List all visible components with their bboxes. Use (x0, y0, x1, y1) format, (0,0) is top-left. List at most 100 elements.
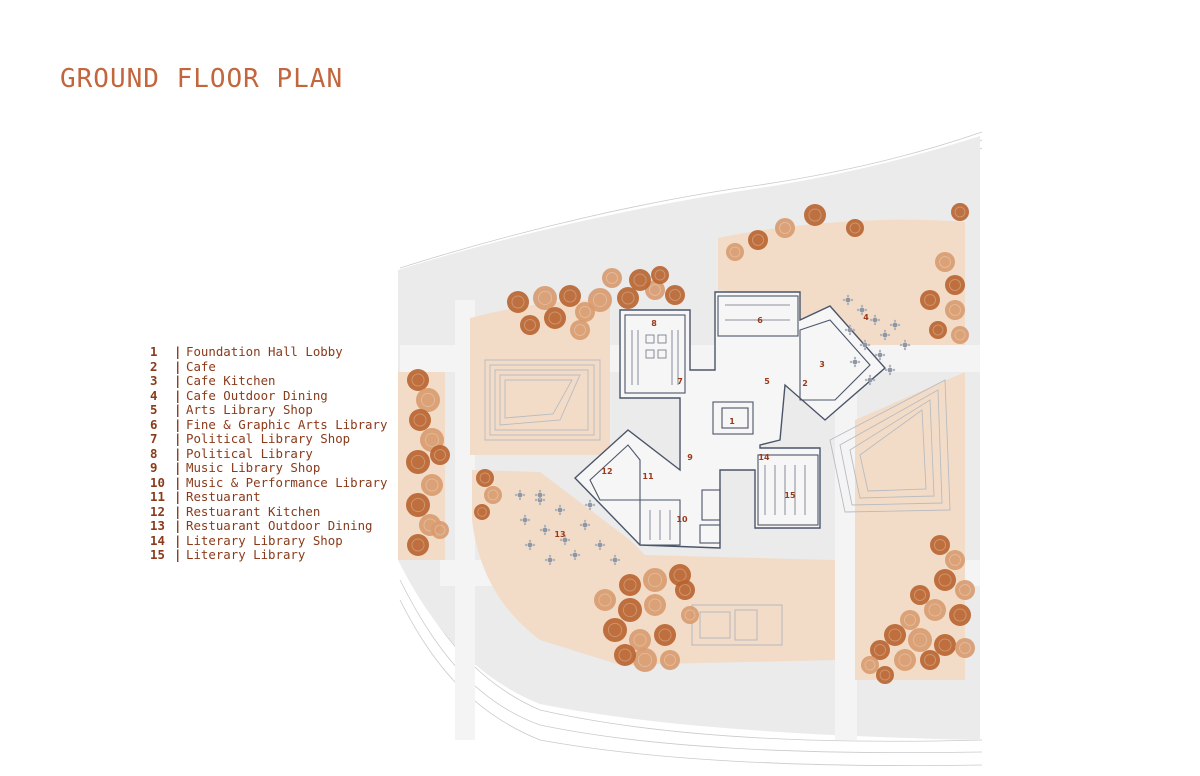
tree-icon (924, 599, 946, 621)
legend-item: 7|Political Library Shop (150, 431, 387, 447)
tree-icon (431, 521, 449, 539)
table-icon (519, 514, 531, 526)
tree-icon (675, 580, 695, 600)
table-icon (884, 364, 896, 376)
legend-item: 12|Restuarant Kitchen (150, 503, 387, 520)
tree-icon (748, 230, 768, 250)
tree-icon (407, 534, 429, 556)
legend-label: Cafe (186, 358, 216, 374)
legend-number: 1 (150, 344, 158, 359)
plan-room-number: 3 (819, 360, 825, 369)
plan-room-number: 4 (863, 313, 869, 322)
tree-icon (846, 219, 864, 237)
tree-icon (935, 252, 955, 272)
tree-icon (955, 580, 975, 600)
legend-separator: | (174, 445, 182, 461)
tree-icon (602, 268, 622, 288)
tree-icon (930, 535, 950, 555)
legend-separator: | (174, 431, 182, 446)
tree-icon (920, 290, 940, 310)
legend-separator: | (174, 344, 182, 359)
legend-separator: | (174, 460, 182, 475)
plan-room-number: 12 (601, 467, 612, 476)
legend-separator: | (174, 416, 182, 432)
tree-icon (645, 280, 665, 300)
legend-separator: | (174, 402, 182, 417)
tree-icon (476, 469, 494, 487)
tree-icon (955, 638, 975, 658)
plan-room-number: 13 (554, 530, 565, 539)
table-icon (594, 539, 606, 551)
tree-icon (629, 629, 651, 651)
tree-icon (804, 204, 826, 226)
table-icon (842, 294, 854, 306)
table-icon (609, 554, 621, 566)
legend-label: Foundation Hall Lobby (186, 344, 343, 359)
legend-label: Restuarant Outdoor Dining (186, 518, 373, 533)
legend-number: 2 (150, 358, 158, 374)
tree-icon (775, 218, 795, 238)
legend-item: 10|Music & Performance Library (150, 474, 387, 491)
table-icon (844, 324, 856, 336)
tree-icon (618, 598, 642, 622)
tree-icon (416, 388, 440, 412)
legend-number: 5 (150, 402, 158, 417)
plan-room-number: 5 (764, 377, 770, 386)
service-structure (691, 604, 783, 646)
plan-room-number: 2 (802, 379, 808, 388)
tree-icon (861, 656, 879, 674)
plan-room-number: 7 (677, 377, 683, 386)
legend-label: Restuarant (186, 489, 261, 504)
tree-icon (588, 288, 612, 312)
table-icon (859, 339, 871, 351)
legend-separator: | (174, 387, 182, 403)
tree-icon (633, 648, 657, 672)
tree-icon (945, 300, 965, 320)
legend-label: Political Library (186, 445, 313, 461)
legend-number: 9 (150, 460, 158, 475)
legend-item: 11|Restuarant (150, 489, 387, 505)
tree-icon (406, 493, 430, 517)
tree-icon (654, 624, 676, 646)
legend-label: Political Library Shop (186, 431, 351, 446)
legend-separator: | (174, 532, 182, 548)
legend-item: 15|Literary Library (150, 547, 387, 563)
table-icon (874, 349, 886, 361)
tree-icon (665, 285, 685, 305)
legend-item: 9 | Music Library Shop (150, 460, 387, 476)
table-icon (869, 314, 881, 326)
tree-icon (910, 585, 930, 605)
plan-title: GROUND FLOOR PLAN (60, 64, 344, 94)
legend-item: 14|Literary Library Shop (150, 532, 387, 549)
legend-number: 12 (150, 503, 165, 519)
building (573, 291, 886, 549)
tree-icon (651, 266, 669, 284)
tree-icon (949, 604, 971, 626)
tree-icon (726, 243, 744, 261)
legend-number: 8 (150, 445, 158, 461)
terrace-right (829, 379, 951, 513)
table-icon (544, 554, 556, 566)
plan-room-number: 10 (676, 515, 688, 524)
legend-item: 13|Restuarant Outdoor Dining (150, 518, 387, 534)
legend-separator: | (174, 474, 182, 490)
plan-room-number: 9 (687, 453, 693, 462)
tree-icon (644, 594, 666, 616)
legend-item: 1 | Foundation Hall Lobby (150, 344, 387, 360)
legend-label: Music Library Shop (186, 460, 321, 475)
legend-number: 3 (150, 373, 158, 388)
tree-icon (629, 269, 651, 291)
tree-icon (945, 550, 965, 570)
legend-label: Cafe Outdoor Dining (186, 387, 328, 403)
outdoor-tables (514, 294, 911, 566)
trees (406, 203, 975, 684)
tree-icon (474, 504, 490, 520)
tree-icon (951, 326, 969, 344)
tree-icon (934, 634, 956, 656)
legend-item: 6|Fine & Graphic Arts Library (150, 416, 387, 433)
plan-room-number: 6 (757, 316, 763, 325)
legend-number: 15 (150, 547, 165, 562)
legend-number: 11 (150, 489, 165, 504)
tree-icon (421, 474, 443, 496)
